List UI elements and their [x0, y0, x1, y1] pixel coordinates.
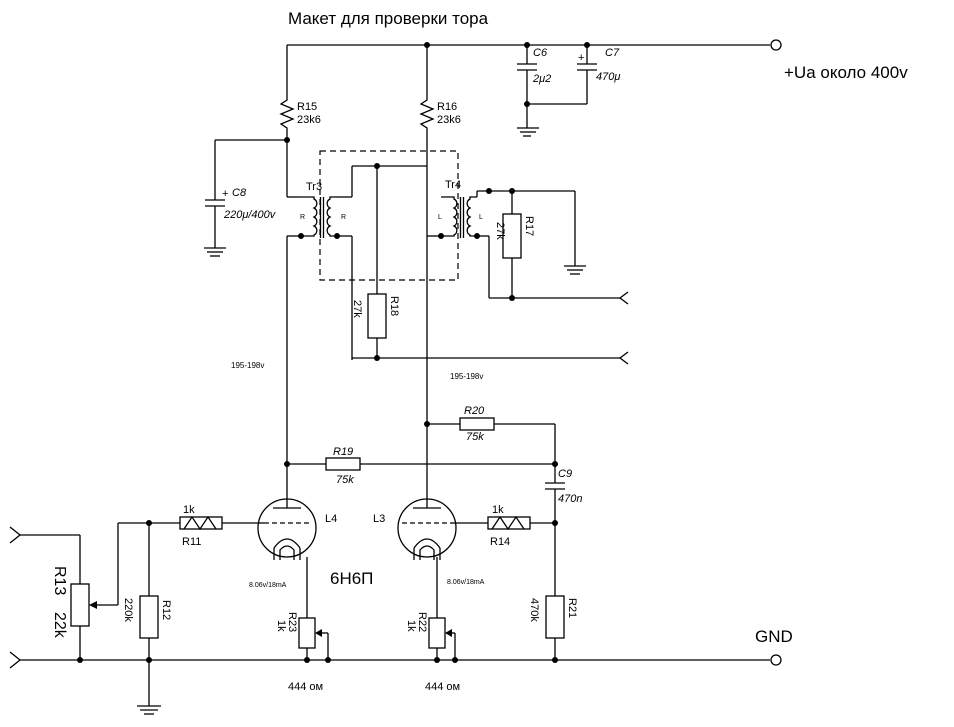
r16-ref: R16: [437, 101, 457, 113]
r17-ref: R17: [523, 216, 535, 236]
r15-ref: R15: [297, 101, 317, 113]
c6-ref: C6: [533, 47, 548, 59]
ground-main: [137, 705, 161, 715]
svg-text:+: +: [222, 188, 228, 200]
r16-value: 23k6: [437, 114, 461, 126]
diagram-title: Макет для проверки тора: [288, 9, 489, 28]
transformer-tr4: [352, 140, 620, 301]
supply-rail: [286, 42, 770, 95]
ohm-label-left: 444 ом: [288, 681, 323, 693]
r11-ref: R11: [182, 536, 201, 548]
ground-rail: [20, 657, 770, 706]
input-terminal-2: [9, 651, 22, 669]
output-terminal-2: [618, 351, 629, 365]
capacitor-c7: +: [527, 45, 597, 105]
r12-value: 220k: [122, 598, 134, 622]
r17-value: 27k: [494, 222, 506, 240]
potentiometer-r13: [20, 523, 119, 660]
resistor-r16: [419, 95, 435, 140]
plate-wire-left: [284, 236, 290, 498]
r19-value: 75k: [336, 474, 354, 486]
r11-value: 1k: [183, 504, 195, 516]
r19-ref: R19: [333, 446, 353, 458]
potentiometer-r23: [298, 557, 329, 660]
input-terminal-1: [9, 526, 22, 544]
c9-value: 470n: [558, 493, 582, 505]
tr3-ref: Tr3: [306, 181, 322, 193]
resistor-r11: [118, 515, 258, 531]
c6-value: 2μ2: [532, 73, 551, 85]
tr4-winding-secondary: L: [479, 214, 483, 221]
tr4-ref: Tr4: [445, 179, 461, 191]
voltage-label-left: 195-198v: [231, 361, 264, 370]
l4-ref: L4: [325, 513, 337, 525]
r18-ref: R18: [388, 296, 400, 316]
tube-l3: [397, 498, 457, 560]
c8-wiring: [214, 137, 290, 200]
ground-tr4: [564, 265, 586, 275]
r21-ref: R21: [566, 598, 578, 618]
r12-ref: R12: [160, 600, 172, 620]
r13-ref: R13: [51, 566, 68, 595]
c8-value: 220μ/400v: [223, 209, 277, 221]
filament-label-left: 8.06v/18mA: [249, 582, 287, 589]
tr3-winding-secondary: R: [341, 214, 346, 221]
resistor-r12: [139, 523, 159, 660]
gnd-terminal: [770, 654, 782, 666]
tr4-winding-primary: L: [438, 214, 442, 221]
transformer-shield: [319, 150, 459, 281]
c9-ref: C9: [558, 468, 572, 480]
c8-ref: C8: [232, 187, 247, 199]
r15-value: 23k6: [297, 114, 321, 126]
r21-value: 470k: [528, 598, 540, 622]
r23-value: 1k: [275, 620, 287, 632]
resistor-r15: [279, 95, 295, 140]
transformer-tr3: [287, 166, 353, 360]
filament-label-right: 8.06v/18mA: [447, 579, 485, 586]
supply-label: +Ua около 400v: [784, 63, 908, 82]
potentiometer-r22: [428, 557, 456, 660]
r14-ref: R14: [490, 536, 510, 548]
c7-value: 470μ: [596, 71, 620, 83]
resistor-r20: [427, 417, 556, 483]
resistor-r19: [287, 457, 558, 471]
r20-ref: R20: [464, 405, 485, 417]
c7-ref: C7: [605, 47, 620, 59]
resistor-r21: [545, 595, 565, 660]
tr3-winding-primary: R: [300, 214, 305, 221]
r20-value: 75k: [466, 431, 484, 443]
r22-ref: R22: [416, 612, 428, 632]
r14-value: 1k: [492, 504, 504, 516]
output-terminal-1: [618, 291, 629, 305]
plate-wire-right: [424, 236, 430, 498]
ground-c8: [204, 247, 226, 257]
capacitor-c8: +: [205, 188, 228, 248]
voltage-label-right: 195-198v: [450, 372, 483, 381]
l3-ref: L3: [373, 513, 385, 525]
r23-ref: R23: [286, 612, 298, 632]
svg-text:+: +: [578, 52, 584, 64]
r13-value: 22k: [51, 612, 68, 639]
r18-value: 27k: [351, 300, 363, 318]
gnd-label: GND: [755, 627, 793, 646]
supply-terminal: [770, 39, 782, 51]
tube-type-label: 6Н6П: [330, 569, 373, 588]
tube-l4: [257, 498, 317, 560]
resistor-r14: [457, 515, 555, 531]
r22-value: 1k: [405, 620, 417, 632]
ground-c6: [517, 127, 539, 137]
resistor-r18: [352, 166, 620, 361]
capacitor-c6: [517, 45, 537, 128]
resistor-r17: [502, 191, 522, 298]
ohm-label-right: 444 ом: [425, 681, 460, 693]
